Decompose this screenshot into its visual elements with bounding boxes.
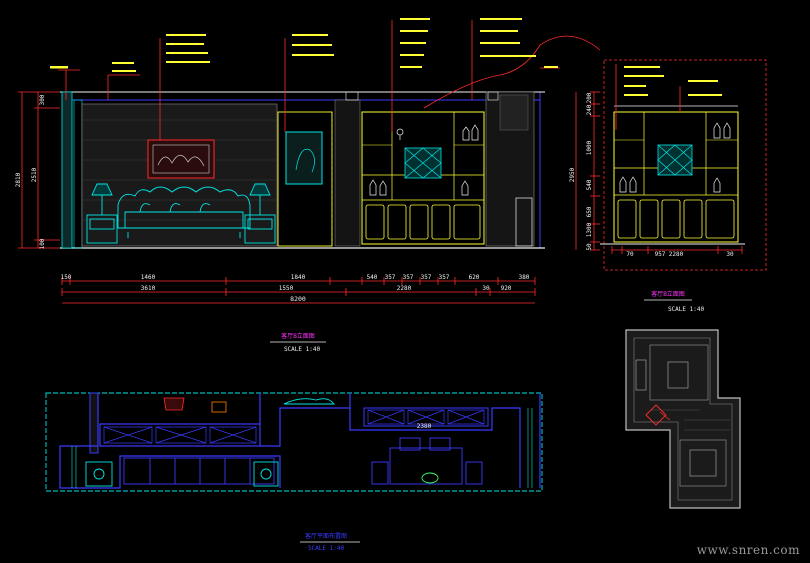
plan-dim: 2380 <box>417 423 432 430</box>
dim-row2-value: 2280 <box>397 285 412 292</box>
dim-row1-value: 380 <box>519 274 530 281</box>
dim-row1-value: 540 <box>367 274 378 281</box>
main-elevation-scale: SCALE 1:40 <box>284 346 321 353</box>
view-marker <box>645 404 667 426</box>
dim-total: 8200 <box>290 295 306 303</box>
dim-row2-value: 30 <box>482 285 490 292</box>
right-height-dim: 240 <box>586 104 593 115</box>
height-dim-total: 2810 <box>15 172 22 187</box>
dim-row1-value: 357 <box>439 274 450 281</box>
dim-row2-value: 3610 <box>141 285 156 292</box>
height-dimension-lines <box>18 91 60 249</box>
dim-row1-value: 150 <box>61 274 72 281</box>
right-height-dim: 50 <box>586 243 593 251</box>
dim-row1-value: 357 <box>385 274 396 281</box>
dim-row1-value: 620 <box>469 274 480 281</box>
side-table-left <box>86 183 118 244</box>
right-bottom-dim: 957 <box>655 251 666 258</box>
right-height-total: 2950 <box>569 167 576 182</box>
side-table-right <box>244 183 276 244</box>
dim-row1-value: 357 <box>421 274 432 281</box>
door-artwork <box>285 131 323 185</box>
right-height-dim: 1300 <box>586 222 593 237</box>
sofa-elevation <box>117 186 251 238</box>
right-height-dim: 650 <box>586 206 593 217</box>
lower-plan: 2380 客厅平面布置图 SCALE 1:40 <box>45 392 543 552</box>
height-dim-mid: 2510 <box>31 167 38 182</box>
height-dim-top: 300 <box>39 94 46 105</box>
right-height-dim: 1000 <box>586 140 593 155</box>
right-bottom-dim: 30 <box>726 251 734 258</box>
right-height-dim: 540 <box>586 179 593 190</box>
key-plan <box>625 329 741 509</box>
right-bottom-dim: 70 <box>626 251 634 258</box>
dim-row1-value: 357 <box>403 274 414 281</box>
right-height-dim: 200 <box>586 92 593 103</box>
right-elevation-scale: SCALE 1:40 <box>668 306 705 313</box>
main-elevation-title: 客厅B立面图 <box>281 332 315 340</box>
right-bottom-dim: 2280 <box>669 251 684 258</box>
plan-scale: SCALE 1:40 <box>308 545 345 552</box>
horizontal-dimension-lines <box>62 280 535 304</box>
dim-row2-value: 1550 <box>279 285 294 292</box>
dim-row2-value: 920 <box>501 285 512 292</box>
dim-row1-value: 1840 <box>291 274 306 281</box>
watermark: www.snren.com <box>696 543 800 557</box>
wall-painting <box>147 139 215 179</box>
right-elevation-title: 客厅B立面图 <box>651 290 685 298</box>
height-dim-bottom: 100 <box>39 238 46 249</box>
plan-title: 客厅平面布置图 <box>305 532 347 540</box>
dim-row1-value: 1460 <box>141 274 156 281</box>
main-elevation: 2810 300 2510 100 150 1460 1840 540 357 357 35… <box>15 18 601 353</box>
display-cabinet <box>361 111 485 245</box>
